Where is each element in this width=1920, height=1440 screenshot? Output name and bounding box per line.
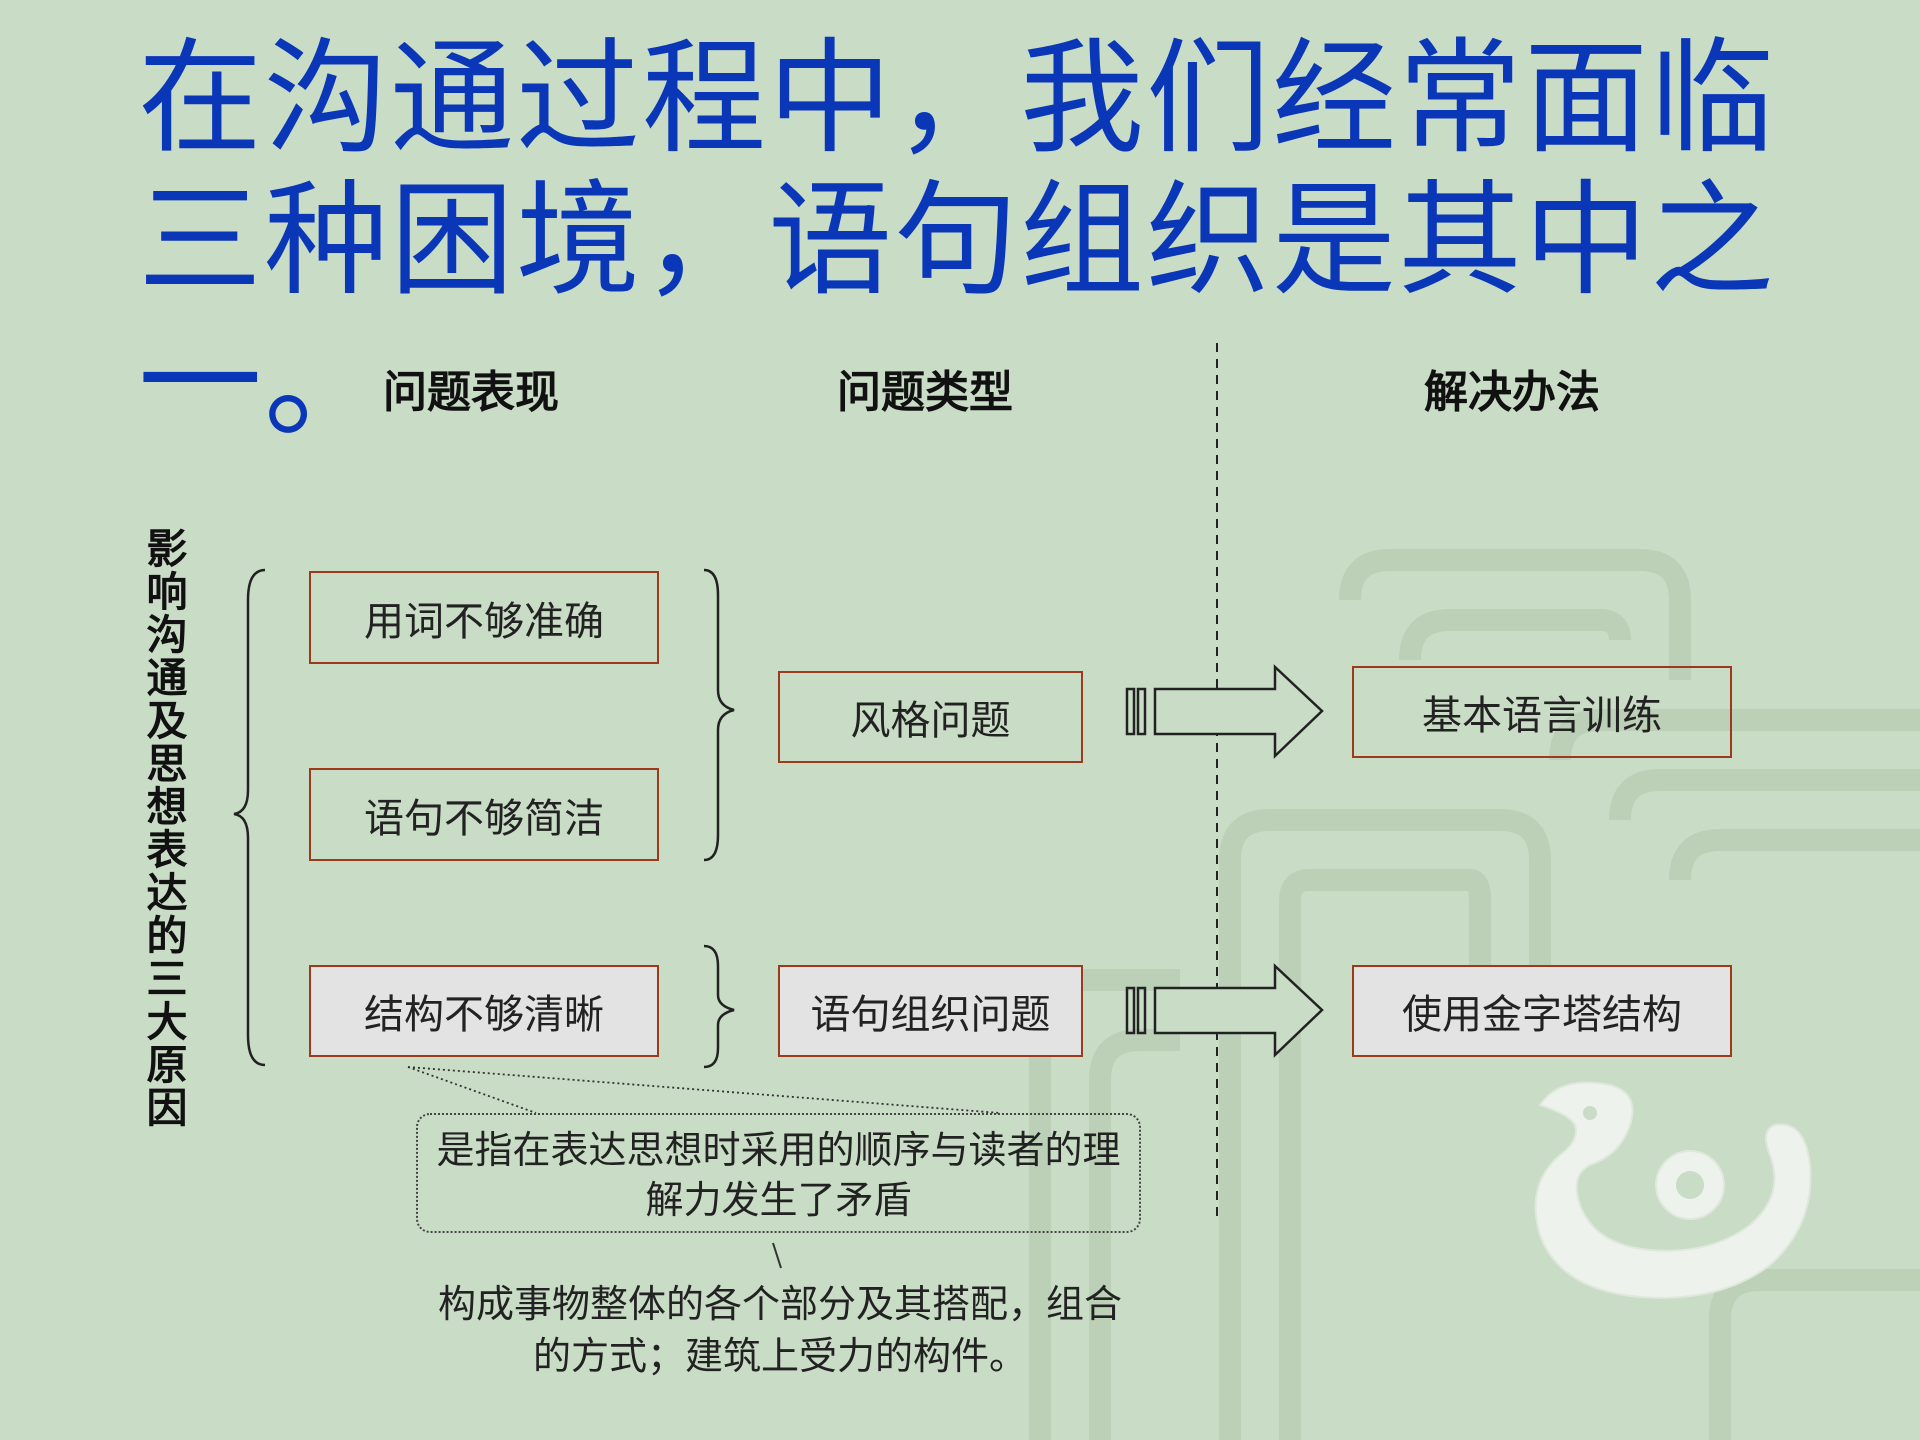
beast-emblem-icon [1534, 1081, 1812, 1299]
header-symptoms: 问题表现 [383, 367, 559, 418]
page-title: 在沟通过程中，我们经常面临三种困境，语句组织是其中之一。 [138, 27, 1777, 455]
symptom-box-3: 结构不够清晰 [309, 965, 659, 1057]
header-solutions: 解决办法 [1424, 367, 1600, 418]
side-label: 影响沟通及思想表达的三大原因 [146, 525, 188, 1132]
type-box-2: 语句组织问题 [778, 965, 1083, 1057]
solution-box-1: 基本语言训练 [1352, 666, 1732, 758]
symptom-box-1: 用词不够准确 [309, 571, 659, 664]
definition-text: 构成事物整体的各个部分及其搭配，组合的方式；建筑上受力的构件。 [437, 1282, 1122, 1378]
solution-box-2: 使用金字塔结构 [1352, 965, 1732, 1057]
symptom-box-2: 语句不够简洁 [309, 768, 659, 861]
callout-note: 是指在表达思想时采用的顺序与读者的理解力发生了矛盾 [416, 1113, 1141, 1233]
type-box-1: 风格问题 [778, 671, 1083, 763]
header-types: 问题类型 [837, 367, 1013, 418]
